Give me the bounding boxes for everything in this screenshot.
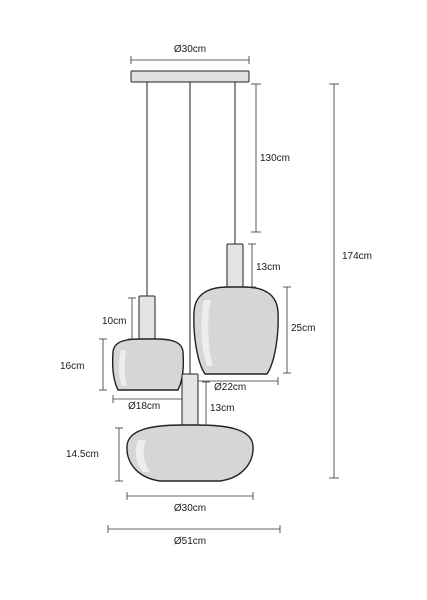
cord-length-label: 130cm xyxy=(260,153,290,164)
center-pendant xyxy=(126,373,254,482)
ceiling-canopy xyxy=(130,70,250,83)
right-shade-diameter-dimension: Ø22cm xyxy=(194,377,279,393)
canopy-width-label: Ø30cm xyxy=(174,44,206,55)
right-shade-diameter-label: Ø22cm xyxy=(214,382,246,393)
left-shade-height-dimension: 16cm xyxy=(60,338,107,391)
right-socket-dimension: 13cm xyxy=(248,243,280,288)
left-socket-dimension: 10cm xyxy=(102,297,136,340)
center-socket-dimension: 13cm xyxy=(202,381,234,426)
center-socket-label: 13cm xyxy=(210,403,234,414)
right-shade-height-label: 25cm xyxy=(291,323,315,334)
center-shade-height-dimension: 14.5cm xyxy=(66,427,123,482)
left-shade xyxy=(111,338,185,391)
center-shade-diameter-label: Ø30cm xyxy=(174,503,206,514)
right-socket xyxy=(226,243,244,288)
right-shade-height-dimension: 25cm xyxy=(283,286,315,374)
cord-length-dimension: 130cm xyxy=(251,83,290,233)
right-pendant xyxy=(193,243,279,375)
left-socket-label: 10cm xyxy=(102,316,126,327)
suspension-cords xyxy=(146,82,236,374)
left-shade-diameter-label: Ø18cm xyxy=(128,401,160,412)
total-height-label: 174cm xyxy=(342,251,372,262)
canopy-width-dimension: Ø30cm xyxy=(130,44,250,64)
left-shade-diameter-dimension: Ø18cm xyxy=(112,395,184,412)
center-shade-height-label: 14.5cm xyxy=(66,449,99,460)
overall-width-dimension: Ø51cm xyxy=(107,525,281,547)
right-socket-label: 13cm xyxy=(256,262,280,273)
right-shade xyxy=(193,286,279,375)
center-shade-diameter-dimension: Ø30cm xyxy=(126,492,254,514)
total-height-dimension: 174cm xyxy=(329,83,372,479)
overall-width-label: Ø51cm xyxy=(174,536,206,547)
left-shade-height-label: 16cm xyxy=(60,361,84,372)
left-socket xyxy=(138,295,156,340)
center-shade xyxy=(126,424,254,482)
center-socket xyxy=(181,373,199,426)
left-pendant xyxy=(111,295,185,391)
